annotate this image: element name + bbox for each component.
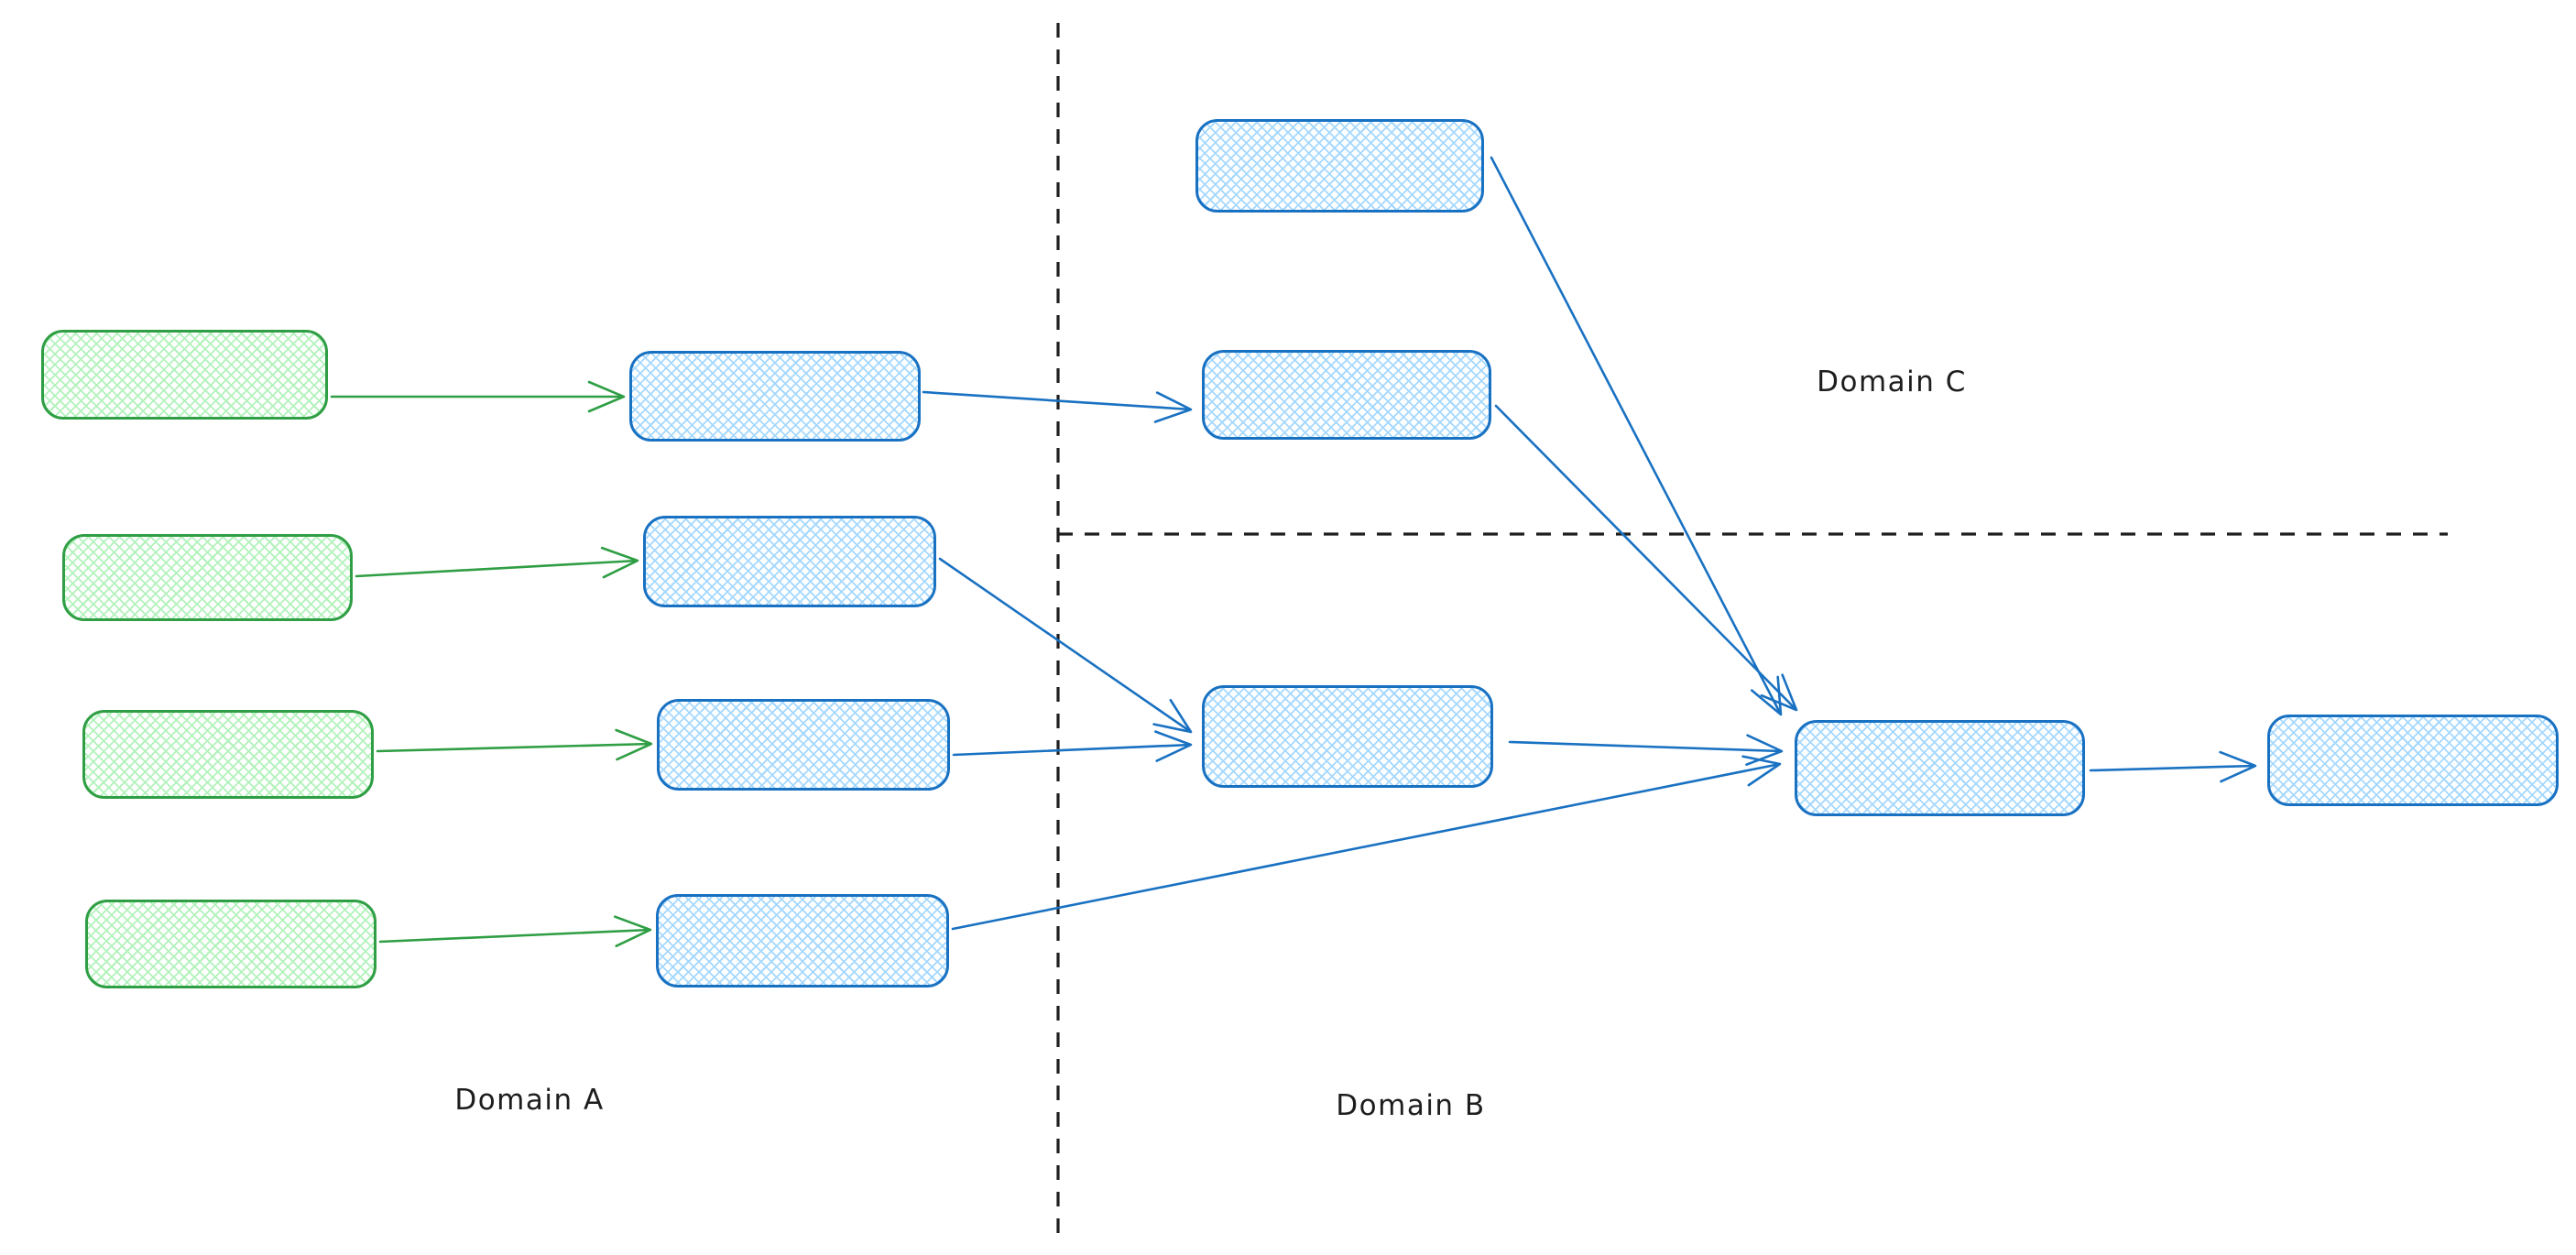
arrow-merge-to-hub	[1508, 742, 1784, 751]
arrow-hub-to-output	[2089, 766, 2257, 770]
green-source-4	[85, 900, 377, 988]
arrow-stage1-to-domainc-lower	[922, 390, 1193, 409]
blue-stage-3	[657, 699, 950, 791]
arrow-domainc-lower-to-hub	[1494, 404, 1798, 712]
domain-a-label: Domain A	[454, 1084, 605, 1117]
domain-c-label: Domain C	[1817, 366, 1967, 398]
domain-c-lower	[1202, 350, 1491, 440]
arrow-source4-to-stage4	[378, 930, 652, 942]
blue-stage-1	[629, 351, 921, 442]
arrow-stage2-to-merge	[938, 557, 1193, 734]
domain-b-label: Domain B	[1336, 1089, 1486, 1122]
hub-node	[1795, 720, 2085, 816]
blue-stage-4	[656, 894, 949, 988]
green-source-3	[82, 710, 374, 799]
output-node	[2267, 715, 2559, 806]
merge-node	[1202, 685, 1493, 788]
arrow-domainc-upper-to-hub	[1490, 156, 1783, 716]
green-source-1	[41, 330, 328, 420]
arrow-source3-to-stage3	[376, 744, 653, 751]
arrow-stage4-to-hub	[951, 764, 1782, 931]
domain-c-upper	[1195, 119, 1484, 213]
blue-stage-2	[643, 516, 936, 607]
green-source-2	[62, 534, 353, 621]
arrow-source2-to-stage2	[355, 561, 639, 576]
arrow-stage3-to-merge	[952, 745, 1193, 755]
